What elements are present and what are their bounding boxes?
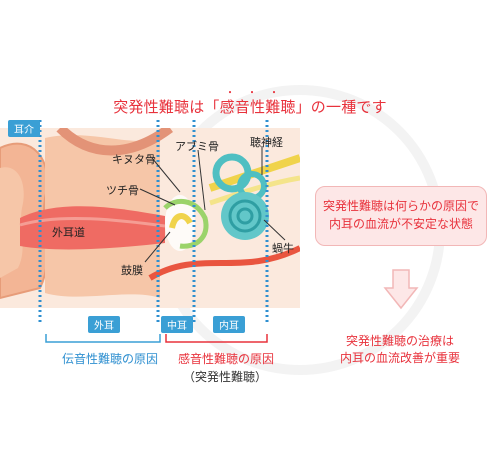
label-stapes: アブミ骨 xyxy=(175,140,219,153)
treatment-line-1: 突発性難聴の治療は xyxy=(345,334,454,348)
caption-sudden: （突発性難聴） xyxy=(183,370,268,384)
ear-diagram xyxy=(0,128,300,308)
label-ear-canal: 外耳道 xyxy=(52,226,85,239)
tag-inner-ear: 内耳 xyxy=(213,316,245,333)
caption-conductive: 伝音性難聴の原因 xyxy=(62,352,159,366)
tag-middle-ear: 中耳 xyxy=(161,316,193,333)
label-auditory-nerve: 聴神経 xyxy=(250,136,283,149)
caption-sensorineural: 感音性難聴の原因 xyxy=(178,352,275,366)
cause-line-1: 突発性難聴は何らかの原因で xyxy=(322,199,479,213)
label-cochlea: 蝸牛 xyxy=(272,242,294,255)
region-brackets xyxy=(45,334,268,343)
cause-line-2: 内耳の血流が不安定な状態 xyxy=(328,217,473,231)
page-title: 突発性難聴は「感音性難聴」の一種です xyxy=(113,98,387,116)
ear-region-dividers xyxy=(38,120,269,325)
emphasis-dots: ・・・ xyxy=(225,88,291,99)
treatment-line-2: 内耳の血流改善が重要 xyxy=(339,351,460,365)
tag-outer-ear: 外耳 xyxy=(88,316,120,333)
label-malleus: ツチ骨 xyxy=(106,184,139,197)
label-eardrum: 鼓膜 xyxy=(121,264,143,277)
down-arrow-icon xyxy=(383,269,419,310)
tag-auricle: 耳介 xyxy=(8,120,40,137)
treatment-text: 突発性難聴の治療は 内耳の血流改善が重要 xyxy=(305,333,495,367)
cause-box: 突発性難聴は何らかの原因で 内耳の血流が不安定な状態 xyxy=(315,186,487,246)
label-incus: キヌタ骨 xyxy=(112,153,156,166)
